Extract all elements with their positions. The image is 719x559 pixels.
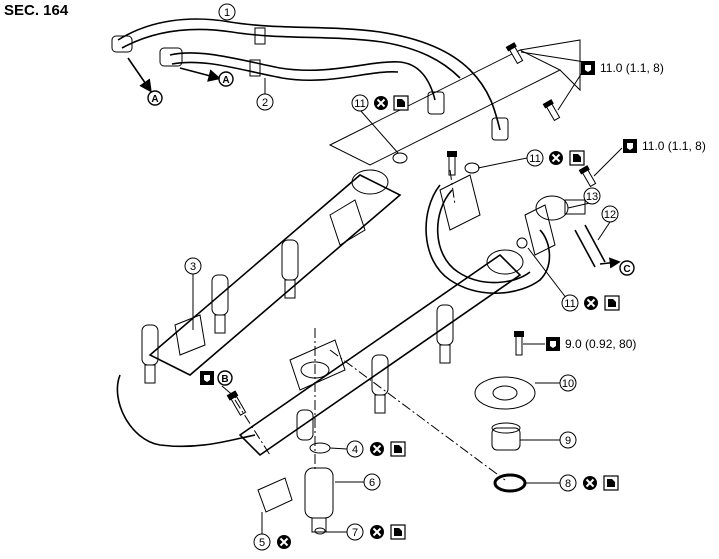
callout-7: 7 bbox=[325, 523, 406, 541]
svg-text:A: A bbox=[222, 75, 229, 86]
torque-spec-3: 9.0 (0.92, 80) bbox=[565, 337, 637, 351]
injector-assembly bbox=[257, 467, 334, 533]
fuel-injectors bbox=[141, 239, 454, 441]
callout-9: 9 bbox=[520, 431, 577, 449]
fuel-tube bbox=[328, 39, 581, 166]
svg-text:13: 13 bbox=[586, 191, 598, 203]
svg-text:7: 7 bbox=[352, 527, 358, 539]
svg-text:11: 11 bbox=[564, 298, 575, 310]
rail-brackets bbox=[174, 174, 481, 391]
o-ring bbox=[493, 473, 527, 493]
svg-text:3: 3 bbox=[190, 261, 196, 273]
svg-text:9: 9 bbox=[565, 435, 571, 447]
arrow-a-2 bbox=[179, 67, 222, 82]
callout-8: 8 bbox=[525, 474, 619, 492]
callout-11-a: 11 bbox=[351, 94, 409, 154]
callout-3: 3 bbox=[184, 257, 202, 330]
callout-2: 2 bbox=[256, 78, 274, 111]
ref-circle-a-1: A bbox=[147, 90, 163, 106]
seals bbox=[309, 152, 480, 535]
svg-text:11: 11 bbox=[529, 153, 540, 165]
callout-1: 1 bbox=[218, 3, 236, 21]
ref-box-b: B bbox=[200, 370, 233, 386]
svg-text:2: 2 bbox=[262, 97, 268, 109]
callout-13: 13 bbox=[567, 187, 601, 209]
callout-6: 6 bbox=[335, 473, 381, 491]
svg-text:11: 11 bbox=[354, 98, 365, 110]
callout-5: 5 bbox=[253, 512, 292, 551]
callout-11-c: 11 bbox=[527, 247, 620, 312]
bolts bbox=[226, 42, 597, 416]
svg-text:6: 6 bbox=[369, 477, 375, 489]
torque-icon-3 bbox=[546, 337, 560, 351]
torque-icon-2 bbox=[623, 139, 637, 153]
vacuum-hose bbox=[574, 224, 621, 269]
fuel-damper bbox=[491, 422, 521, 451]
arrow-a-1 bbox=[127, 57, 152, 93]
torque-icon-1 bbox=[581, 61, 595, 75]
svg-text:4: 4 bbox=[352, 444, 358, 456]
svg-text:5: 5 bbox=[259, 537, 265, 549]
svg-text:C: C bbox=[623, 264, 630, 275]
callout-12: 12 bbox=[597, 205, 619, 241]
fuel-hose-1 bbox=[117, 18, 501, 131]
svg-text:B: B bbox=[221, 374, 228, 385]
fuel-rail bbox=[116, 169, 524, 457]
centerline bbox=[234, 399, 271, 456]
torque-spec-1: 11.0 (1.1, 8) bbox=[600, 61, 664, 75]
hose-fittings bbox=[111, 27, 509, 141]
svg-text:12: 12 bbox=[604, 209, 616, 221]
fuel-damper-cap bbox=[474, 376, 536, 410]
torque-spec-2: 11.0 (1.1, 8) bbox=[642, 139, 706, 153]
fuel-hose-2 bbox=[169, 52, 436, 101]
callout-4: 4 bbox=[329, 440, 406, 458]
callout-11-b: 11 bbox=[477, 149, 585, 169]
centerline bbox=[329, 349, 506, 481]
return-hose bbox=[425, 184, 551, 294]
section-label: SEC. 164 bbox=[4, 2, 69, 19]
centerline bbox=[449, 169, 456, 206]
svg-text:10: 10 bbox=[562, 378, 574, 390]
fuel-pressure-regulator bbox=[516, 195, 586, 256]
svg-text:1: 1 bbox=[224, 7, 230, 19]
ref-circle-a-2: A bbox=[218, 71, 234, 87]
svg-text:8: 8 bbox=[565, 478, 571, 490]
ref-circle-c: C bbox=[619, 260, 635, 276]
callout-10: 10 bbox=[535, 374, 577, 392]
svg-text:A: A bbox=[151, 94, 158, 105]
